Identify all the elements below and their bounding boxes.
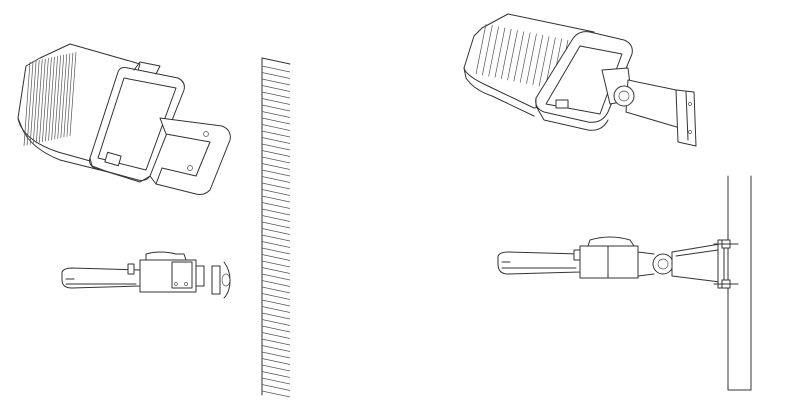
- wall-mount-side-elevation: [61, 251, 231, 299]
- wall-mount-isometric: [17, 43, 231, 195]
- pole-section-icon: [727, 175, 752, 391]
- pole-mount-isometric: [463, 13, 697, 147]
- area-light-fixture-isometric-icon: [17, 43, 231, 195]
- hatched-wall-section-icon: [261, 57, 291, 398]
- area-light-fixture-side-icon: [497, 236, 739, 289]
- area-light-fixture-side-icon: [61, 251, 231, 299]
- pole-mount-side-elevation: [497, 236, 739, 289]
- area-light-fixture-isometric-icon: [463, 13, 697, 147]
